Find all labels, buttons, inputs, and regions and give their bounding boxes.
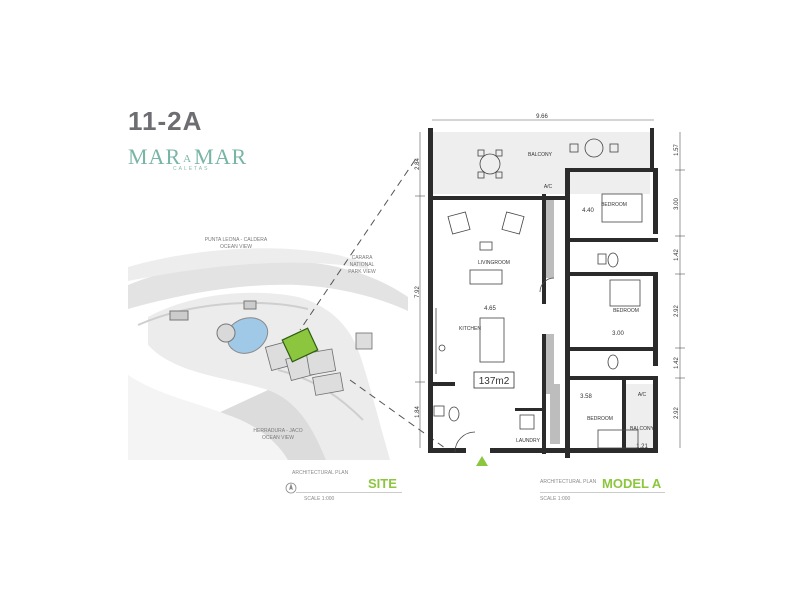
site-label-north-sub: OCEAN VIEW bbox=[220, 244, 252, 250]
dim-bedroom-top: 4.40 bbox=[582, 208, 594, 214]
dim-total-width: 9.66 bbox=[536, 114, 548, 120]
dim-right-3: 1.42 bbox=[674, 249, 680, 261]
site-label-east: CARARA bbox=[352, 255, 374, 261]
unit-code: 11-2A bbox=[128, 106, 203, 136]
entrance-marker bbox=[476, 456, 488, 466]
site-label-south-sub: OCEAN VIEW bbox=[262, 435, 294, 441]
logo-word-right: MAR bbox=[194, 144, 248, 169]
logo-subtitle: CALETAS bbox=[173, 166, 210, 172]
room-balcony-top: BALCONY bbox=[528, 152, 553, 158]
dim-right-5: 1.42 bbox=[674, 357, 680, 369]
dim-bedroom-mid: 3.00 bbox=[612, 331, 624, 337]
site-label-east-sub2: PARK VIEW bbox=[348, 269, 376, 275]
dim-right-2: 3.00 bbox=[674, 198, 680, 210]
site-label-north: PUNTA LEONA - CALDERA bbox=[205, 237, 268, 243]
model-underline bbox=[540, 492, 665, 493]
area-box bbox=[473, 371, 515, 389]
area-label: 137m2 bbox=[479, 376, 510, 387]
model-title: MODEL A bbox=[602, 476, 662, 491]
site-label-east-sub: NATIONAL bbox=[350, 262, 375, 268]
dim-living: 4.65 bbox=[484, 306, 496, 312]
room-living: LIVINGROOM bbox=[478, 260, 510, 266]
logo-word-mid: A bbox=[183, 152, 193, 165]
site-map: PUNTA LEONA - CALDERA OCEAN VIEW CARARA … bbox=[128, 225, 408, 460]
site-underline bbox=[296, 492, 402, 493]
room-ac-bottom: A/C bbox=[638, 392, 647, 398]
highlighted-unit bbox=[281, 327, 319, 363]
dim-bedroom-bottom: 3.58 bbox=[580, 394, 592, 400]
compass-icon bbox=[285, 482, 297, 494]
logo-word-left: MAR bbox=[128, 144, 182, 169]
dim-right-6: 2.92 bbox=[674, 407, 680, 419]
room-laundry: LAUNDRY bbox=[516, 438, 540, 444]
floor-plan: 137m2 9.66 2.84 7.92 1.84 1.57 3.00 1.42… bbox=[415, 114, 685, 466]
model-scale: SCALE 1:000 bbox=[540, 496, 571, 502]
model-plan-label: ARCHITECTURAL PLAN bbox=[540, 479, 597, 485]
dim-right-4: 2.92 bbox=[674, 305, 680, 317]
room-balcony-bottom: BALCONY bbox=[630, 426, 655, 432]
room-bedroom-top: BEDROOM bbox=[601, 202, 627, 208]
site-label-south: HERRADURA - JACO bbox=[253, 428, 302, 434]
site-plan-label: ARCHITECTURAL PLAN bbox=[292, 470, 349, 476]
room-bedroom-mid: BEDROOM bbox=[613, 308, 639, 314]
dim-left-mid: 7.92 bbox=[415, 286, 421, 298]
room-bedroom-bottom: BEDROOM bbox=[587, 416, 613, 422]
dim-left-bottom: 1.84 bbox=[415, 406, 421, 418]
room-ac-top: A/C bbox=[544, 184, 553, 190]
dim-balcony-bottom: 1.21 bbox=[636, 444, 648, 450]
dim-left-top: 2.84 bbox=[415, 158, 421, 170]
dim-right-1: 1.57 bbox=[674, 144, 680, 156]
site-title: SITE bbox=[368, 476, 397, 491]
room-kitchen: KITCHEN bbox=[459, 326, 481, 332]
site-scale: SCALE 1:000 bbox=[304, 496, 335, 502]
